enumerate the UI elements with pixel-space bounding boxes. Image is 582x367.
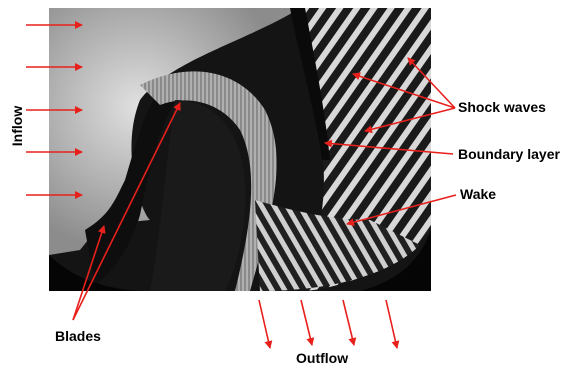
outflow-label: Outflow	[296, 350, 348, 366]
inflow-label: Inflow	[9, 101, 25, 151]
outflow-arrows	[259, 300, 397, 348]
boundary-layer-label: Boundary layer	[458, 146, 560, 162]
blades-label: Blades	[55, 328, 101, 344]
outflow-arrow	[343, 300, 354, 345]
wake-label: Wake	[460, 186, 496, 202]
photograph	[49, 8, 431, 291]
outflow-arrow	[259, 300, 270, 348]
shock-waves-label: Shock waves	[458, 99, 546, 115]
outflow-arrow	[386, 300, 397, 348]
outflow-arrow	[301, 300, 312, 345]
